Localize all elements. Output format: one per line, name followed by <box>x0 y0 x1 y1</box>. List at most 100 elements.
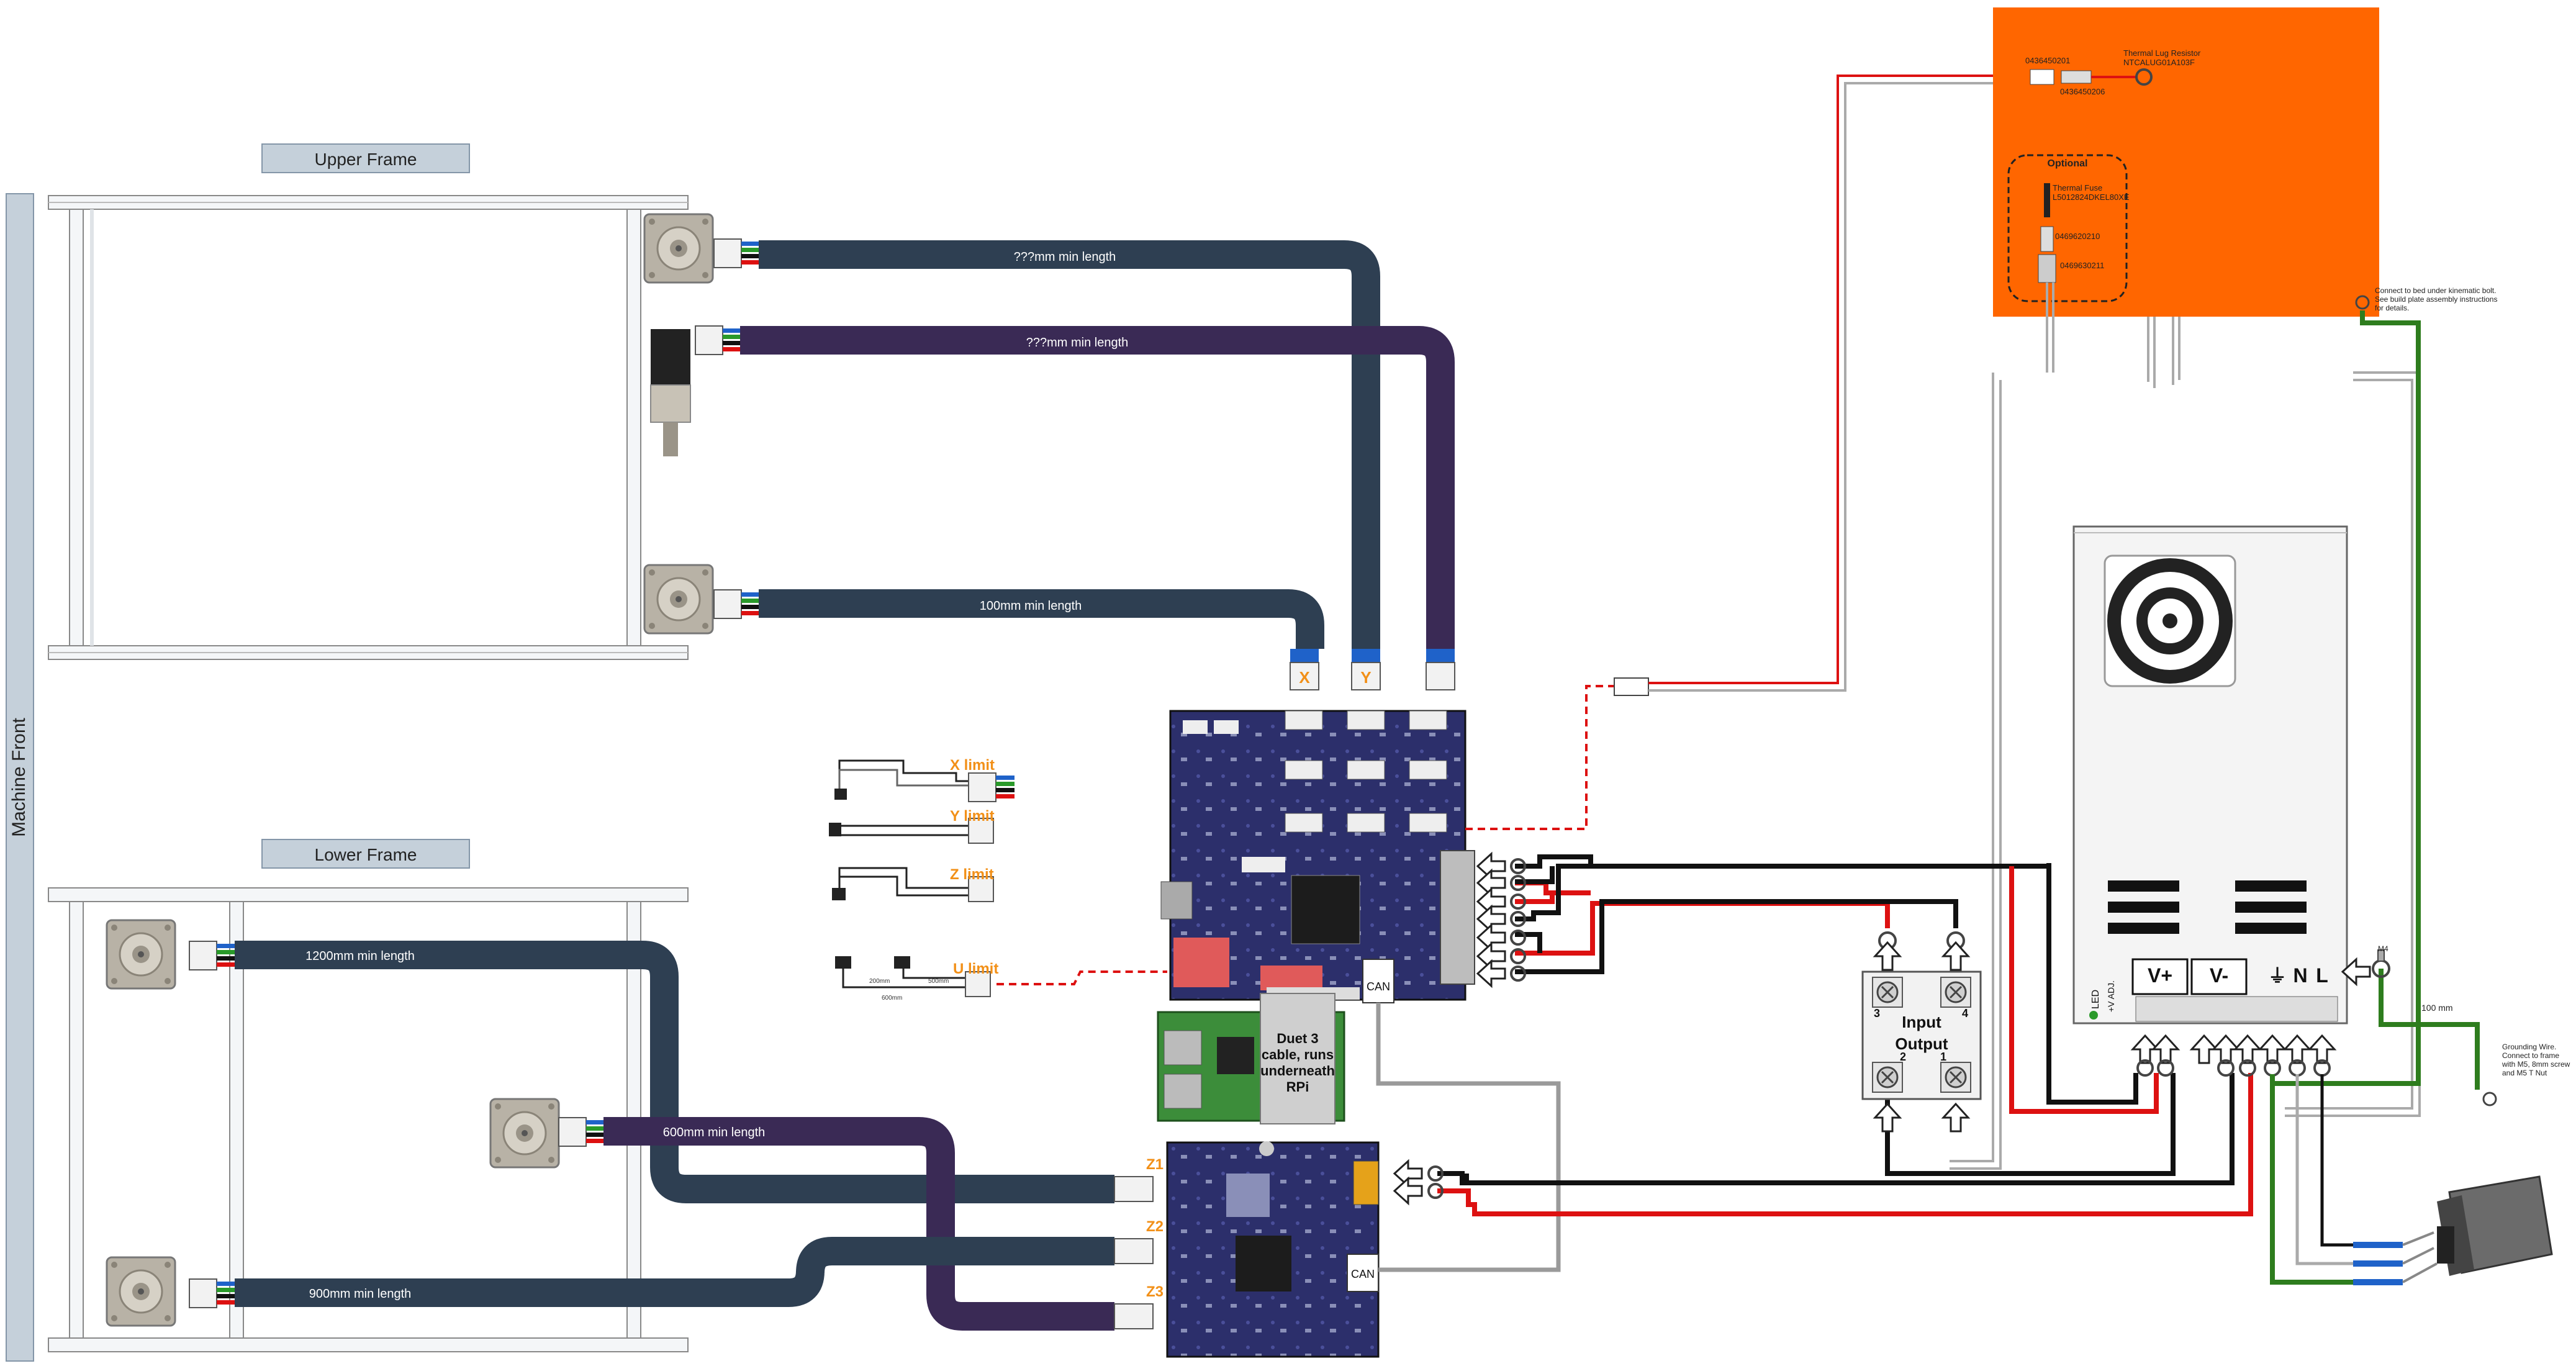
svg-text:Output: Output <box>1895 1034 1948 1053</box>
svg-text:Z limit: Z limit <box>950 866 994 883</box>
connector-z1: Z1 <box>1114 1156 1164 1202</box>
cable-upper-3: 100mm min length <box>759 589 1324 649</box>
svg-text:L: L <box>2316 964 2328 987</box>
svg-text:+V ADJ.: +V ADJ. <box>2106 980 2116 1012</box>
connector-z3: Z3 <box>1114 1283 1164 1329</box>
svg-text:600mm: 600mm <box>882 995 902 1002</box>
svg-text:1200mm min length: 1200mm min length <box>305 949 415 963</box>
svg-text:X limit: X limit <box>950 757 995 774</box>
svg-text:RPi: RPi <box>1286 1079 1309 1095</box>
svg-text:Z2: Z2 <box>1146 1218 1164 1235</box>
fan-grille-icon <box>2104 554 2236 687</box>
svg-text:Grounding Wire.: Grounding Wire. <box>2502 1043 2556 1051</box>
svg-text:900mm min length: 900mm min length <box>309 1287 412 1301</box>
plug-upper-3 <box>713 589 761 619</box>
svg-text:Y limit: Y limit <box>950 808 995 825</box>
connector-y: Y <box>1351 649 1381 690</box>
limit-switch-icon: Z limit <box>832 866 994 902</box>
heated-bed: 0436450201 0436450206 Thermal Lug Resist… <box>1993 7 2379 317</box>
svg-text:0436450201: 0436450201 <box>2025 56 2070 65</box>
svg-text:0469630211: 0469630211 <box>2060 261 2104 270</box>
svg-text:LED: LED <box>2090 990 2101 1009</box>
svg-text:Y: Y <box>1360 668 1371 687</box>
dc-wires <box>1437 854 2253 1216</box>
stepper-motor-icon <box>489 1098 560 1169</box>
raspberry-pi-icon: Duet 3 cable, runs underneath RPi <box>1157 993 1345 1124</box>
thermistor-wire <box>1465 685 1614 830</box>
svg-text:Input: Input <box>1902 1013 1941 1031</box>
limit-switch-icon: U limit 200mm 500mm 600mm <box>835 956 1167 1002</box>
cable-upper-2: ???mm min length <box>740 326 1455 649</box>
stepper-motor-icon <box>643 213 714 284</box>
svg-text:with M5, 8mm screw: with M5, 8mm screw <box>2501 1060 2570 1069</box>
power-supply: V+ V- ⏚ N L LED +V ADJ. <box>2072 525 2348 1024</box>
svg-text:Connect to frame: Connect to frame <box>2502 1051 2559 1060</box>
machine-front-label: Machine Front <box>6 193 34 1362</box>
svg-text:underneath: underneath <box>1260 1063 1335 1079</box>
limit-switch-icon: X limit <box>834 757 1015 802</box>
svg-text:500mm: 500mm <box>928 978 949 985</box>
cable-lower-2: 600mm min length <box>603 1117 1114 1331</box>
svg-text:L5012824DKEL80XE: L5012824DKEL80XE <box>2053 192 2130 202</box>
cable-lower-3: 900mm min length <box>235 1237 1114 1307</box>
expansion-board-terminals <box>1393 1160 1444 1205</box>
svg-text:100mm min length: 100mm min length <box>980 599 1082 613</box>
svg-text:0436450206: 0436450206 <box>2060 87 2105 96</box>
power-inlet-icon <box>2353 1175 2553 1285</box>
svg-text:Duet 3: Duet 3 <box>1277 1031 1318 1046</box>
linear-actuator-icon <box>650 329 691 456</box>
svg-text:4: 4 <box>1962 1007 1968 1020</box>
main-board-terminals <box>1476 853 1526 987</box>
stepper-motor-icon <box>106 919 176 990</box>
plug-upper-2 <box>695 325 742 355</box>
connector-z2: Z2 <box>1114 1218 1164 1264</box>
solid-state-relay: Input Output 3 4 2 1 <box>1861 970 1982 1100</box>
svg-text:0469620210: 0469620210 <box>2055 232 2100 241</box>
plug-upper-1 <box>713 238 761 268</box>
svg-text:for details.: for details. <box>2375 304 2409 312</box>
lower-frame-title: Lower Frame <box>315 845 417 864</box>
svg-text:V+: V+ <box>2148 964 2172 987</box>
stepper-motor-icon <box>106 1256 176 1327</box>
svg-text:cable, runs: cable, runs <box>1262 1047 1334 1062</box>
ground-wires <box>2270 310 2480 1285</box>
connector-u-upper <box>1426 649 1455 690</box>
svg-text:Thermal Fuse: Thermal Fuse <box>2053 183 2102 192</box>
can-label-expansion: CAN <box>1351 1268 1375 1280</box>
plug-lower-1 <box>189 941 236 970</box>
svg-text:1: 1 <box>1940 1051 1946 1063</box>
cable-lower-1: 1200mm min length <box>235 941 1114 1203</box>
duet-main-board <box>1160 710 1475 1001</box>
svg-text:Machine Front: Machine Front <box>9 717 29 836</box>
limit-switch-icon: Y limit <box>829 808 995 844</box>
can-label-main: CAN <box>1367 980 1390 993</box>
svg-text:2: 2 <box>1900 1051 1906 1063</box>
connector-x: X <box>1290 649 1319 690</box>
svg-text:Connect to bed under kinematic: Connect to bed under kinematic bolt. <box>2375 286 2496 295</box>
plug-lower-3 <box>189 1278 236 1308</box>
upper-frame: Upper Frame <box>48 143 689 660</box>
earth-symbol: ⏚ <box>2268 966 2287 987</box>
svg-text:U limit: U limit <box>953 961 998 977</box>
svg-text:See build plate assembly instr: See build plate assembly instructions <box>2375 295 2497 304</box>
svg-text:V-: V- <box>2210 964 2228 987</box>
svg-text:200mm: 200mm <box>869 978 890 985</box>
upper-frame-title: Upper Frame <box>315 150 417 169</box>
svg-text:X: X <box>1299 668 1310 687</box>
svg-text:NTCALUG01A103F: NTCALUG01A103F <box>2123 58 2195 67</box>
lower-frame: Lower Frame <box>48 839 689 1352</box>
svg-text:100 mm: 100 mm <box>2421 1003 2453 1013</box>
svg-text:Thermal Lug Resistor: Thermal Lug Resistor <box>2123 48 2201 58</box>
svg-text:N: N <box>2293 964 2307 987</box>
svg-text:Z1: Z1 <box>1146 1156 1164 1173</box>
svg-text:Optional: Optional <box>2048 158 2088 169</box>
cable-upper-1: ???mm min length <box>759 240 1380 649</box>
svg-text:Z3: Z3 <box>1146 1283 1164 1300</box>
svg-text:and M5 T Nut: and M5 T Nut <box>2502 1069 2547 1077</box>
duet-expansion-board <box>1166 1141 1380 1358</box>
svg-text:3: 3 <box>1874 1007 1880 1020</box>
svg-text:M4: M4 <box>2378 944 2388 953</box>
stepper-motor-icon <box>643 564 714 635</box>
plug-lower-2 <box>558 1117 605 1147</box>
